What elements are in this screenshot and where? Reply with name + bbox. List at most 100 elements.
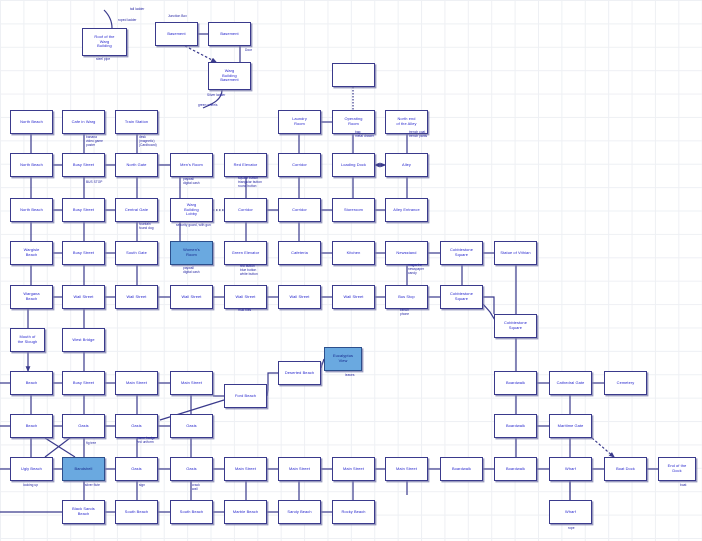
graph-node[interactable]: Cemetery	[604, 371, 647, 395]
graph-node[interactable]: Alley Entrance	[385, 198, 428, 222]
graph-node[interactable]: Busy Street	[62, 198, 105, 222]
graph-node[interactable]: Main Street	[115, 371, 158, 395]
graph-node[interactable]: North Gate	[115, 153, 158, 177]
graph-node[interactable]: North Beach	[10, 110, 53, 134]
graph-node[interactable]: Wall Street	[332, 285, 375, 309]
graph-node[interactable]: South Beach	[170, 500, 213, 524]
graph-node[interactable]: Beach	[10, 414, 53, 438]
graph-node-label: South Beach	[124, 508, 149, 514]
graph-node[interactable]: Red Elevator	[224, 153, 267, 177]
graph-node[interactable]: Cafe in Warg	[62, 110, 105, 134]
graph-node[interactable]: Oasis	[62, 414, 105, 438]
edge[interactable]	[44, 437, 71, 458]
graph-node[interactable]: Central Gate	[115, 198, 158, 222]
graph-node[interactable]: Corridor	[278, 153, 321, 177]
edge[interactable]	[184, 45, 218, 63]
edge[interactable]	[591, 437, 615, 458]
graph-node[interactable]: Wall Street	[62, 285, 105, 309]
graph-node[interactable]: Men's Room	[170, 153, 213, 177]
edge[interactable]	[483, 296, 495, 314]
graph-node[interactable]: Storeroom	[332, 198, 375, 222]
graph-node[interactable]: Maritime Gate	[549, 414, 592, 438]
graph-node[interactable]: Ford Beach	[224, 384, 267, 408]
graph-node[interactable]: Oasis	[170, 457, 213, 481]
graph-node[interactable]: Bandshell	[62, 457, 105, 481]
edge[interactable]	[103, 9, 113, 29]
graph-node[interactable]: Boardwalk	[494, 371, 537, 395]
graph-node[interactable]: Statue of Vithian	[494, 241, 537, 265]
graph-node[interactable]: Loading Dock	[332, 153, 375, 177]
graph-node[interactable]: Train Station	[115, 110, 158, 134]
graph-node[interactable]: North Beach	[10, 153, 53, 177]
graph-node[interactable]: Cathedral Gate	[549, 371, 592, 395]
graph-node[interactable]: Main Street	[332, 457, 375, 481]
graph-node[interactable]: Corridor	[278, 198, 321, 222]
graph-node[interactable]: Sandy Beach	[278, 500, 321, 524]
graph-node[interactable]: Basement	[155, 22, 198, 46]
graph-node[interactable]: Wall Street	[170, 285, 213, 309]
graph-node[interactable]: Marble Beach	[224, 500, 267, 524]
graph-node-label: Wall Street	[181, 293, 202, 299]
graph-node-label: Statue of Vithian	[500, 249, 531, 255]
edge[interactable]	[202, 89, 223, 109]
graph-node[interactable]: Busy Street	[62, 371, 105, 395]
graph-node[interactable]: West Bridge	[62, 328, 105, 352]
graph-node[interactable]	[332, 63, 375, 87]
graph-node-label: Bandshell	[74, 465, 93, 471]
graph-node[interactable]: Oasis	[115, 457, 158, 481]
graph-node[interactable]: Main Street	[385, 457, 428, 481]
graph-node[interactable]: Wall Street	[278, 285, 321, 309]
graph-node[interactable]: Green Elevator	[224, 241, 267, 265]
graph-node[interactable]: Beach	[10, 371, 53, 395]
graph-node[interactable]: Wall Street	[115, 285, 158, 309]
graph-node[interactable]: Oasis	[115, 414, 158, 438]
graph-node[interactable]: Deserted Beach	[278, 361, 321, 385]
graph-node[interactable]: Alley	[385, 153, 428, 177]
graph-node[interactable]: South Beach	[115, 500, 158, 524]
graph-node[interactable]: Wharf	[549, 500, 592, 524]
graph-node[interactable]: Rocky Beach	[332, 500, 375, 524]
graph-node[interactable]: Boardwalk	[494, 457, 537, 481]
graph-node[interactable]: Basement	[208, 22, 251, 46]
graph-node[interactable]: Main Street	[278, 457, 321, 481]
graph-node[interactable]: Oasis	[170, 414, 213, 438]
graph-node[interactable]: Wharf	[549, 457, 592, 481]
graph-node[interactable]: Wall Street	[224, 285, 267, 309]
edge[interactable]	[44, 437, 76, 458]
graph-node[interactable]: Ugly Beach	[10, 457, 53, 481]
graph-node[interactable]: Busy Street	[62, 153, 105, 177]
graph-node[interactable]: Kitchen	[332, 241, 375, 265]
graph-node[interactable]: South Gate	[115, 241, 158, 265]
graph-node[interactable]: Boardwalk	[440, 457, 483, 481]
graph-node[interactable]: Boardwalk	[494, 414, 537, 438]
graph-node[interactable]: Corridor	[224, 198, 267, 222]
graph-node[interactable]: Newsstand	[385, 241, 428, 265]
graph-node[interactable]: Main Street	[224, 457, 267, 481]
graph-node[interactable]: Bus Stop	[385, 285, 428, 309]
graph-node[interactable]: Busy Street	[62, 241, 105, 265]
graph-node[interactable]: Main Street	[170, 371, 213, 395]
graph-node[interactable]: Cafeteria	[278, 241, 321, 265]
edge[interactable]	[266, 372, 278, 397]
edge-label: tall ladder	[130, 7, 145, 11]
graph-node[interactable]: North Beach	[10, 198, 53, 222]
graph-node[interactable]: Boat Dock	[604, 457, 647, 481]
